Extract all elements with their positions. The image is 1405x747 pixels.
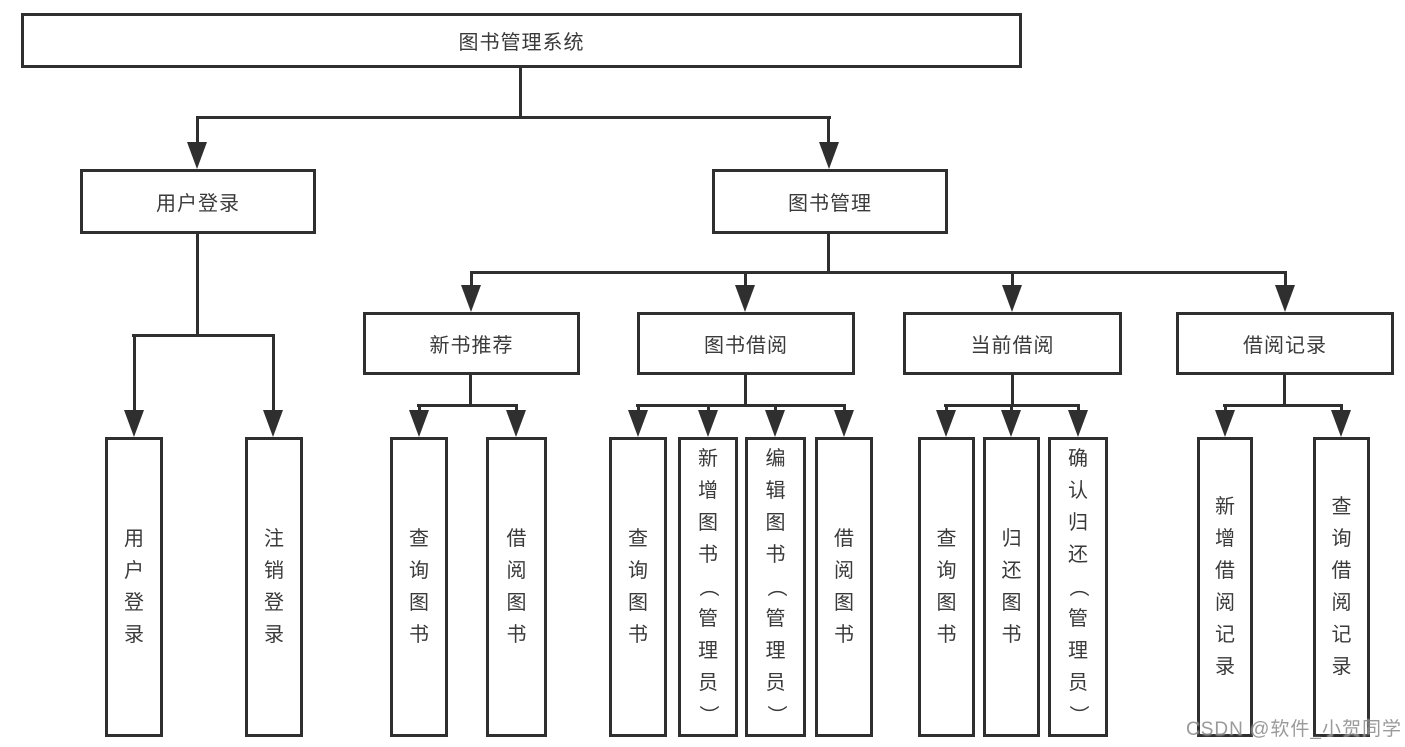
connector-drop-leaf-login [133,334,136,414]
connector-root-stem [519,68,522,118]
connector-br-stem [1283,375,1286,406]
arrowhead-cb-query [936,410,956,437]
leaf-bb-edit-books-admin: 编辑图书（管理员） [745,437,806,737]
connector-drop-cb-query [945,404,948,414]
connector-drop-user-login [196,116,199,146]
arrowhead-new-book-rec [461,285,481,312]
arrowhead-cb-confirm [1068,410,1088,437]
leaf-cb-query-books: 查询图书 [918,437,975,737]
connector-drop-cb-return [1010,404,1013,414]
leaf-br-add-record: 新增借阅记录 [1197,437,1253,737]
leaf-logout: 注销登录 [245,437,303,737]
node-current-borrowing: 当前借阅 [903,312,1122,375]
connector-nbr-stem [469,375,472,406]
connector-userlogin-stem [196,234,199,336]
arrowhead-nbr-query [409,410,429,437]
connector-drop-book-mgmt [827,116,830,146]
connector-br-bar [1223,404,1343,407]
connector-root-bar [196,116,831,119]
node-new-book-recommendation: 新书推荐 [363,312,580,375]
connector-drop-leaf-logout [272,334,275,414]
connector-bookmgmt-stem [827,233,830,273]
connector-bb-bar [636,404,846,407]
connector-nbr-bar [417,404,518,407]
connector-drop-bb-edit [774,404,777,414]
leaf-bb-add-books-admin: 新增图书（管理员） [678,437,738,737]
arrowhead-bb-add [698,410,718,437]
arrowhead-current-borrow [1002,285,1022,312]
leaf-cb-return-books: 归还图书 [983,437,1040,737]
arrowhead-bb-borrow [834,410,854,437]
connector-drop-br-add [1224,404,1227,414]
connector-drop-borrow-record [1284,271,1287,289]
arrowhead-leaf-logout [263,410,283,437]
connector-drop-book-borrow [744,271,747,289]
arrowhead-br-add [1215,410,1235,437]
connector-drop-bb-borrow [843,404,846,414]
connector-cb-stem [1011,375,1014,406]
arrowhead-book-mgmt [819,142,839,169]
connector-drop-current-borrow [1011,271,1014,289]
node-borrowing-records: 借阅记录 [1176,312,1394,375]
node-library-management-system: 图书管理系统 [21,13,1022,68]
connector-drop-cb-confirm [1077,404,1080,414]
leaf-br-query-record: 查询借阅记录 [1313,437,1370,737]
connector-drop-nbr-borrow [515,404,518,414]
arrowhead-bb-edit [765,410,785,437]
leaf-bb-borrow-books: 借阅图书 [815,437,873,737]
connector-drop-new-book-rec [470,271,473,289]
arrowhead-user-login [187,142,207,169]
connector-drop-bb-query [637,404,640,414]
arrowhead-nbr-borrow [506,410,526,437]
connector-drop-br-query [1340,404,1343,414]
connector-bb-stem [744,375,747,406]
connector-drop-nbr-query [418,404,421,414]
arrowhead-borrow-record [1275,285,1295,312]
connector-drop-bb-add [707,404,710,414]
arrowhead-bb-query [628,410,648,437]
leaf-nbr-borrow-books: 借阅图书 [486,437,547,737]
arrowhead-book-borrow [735,285,755,312]
connector-userlogin-bar [132,334,275,337]
node-user-login: 用户登录 [80,169,316,234]
leaf-nbr-query-books: 查询图书 [390,437,448,737]
arrowhead-br-query [1331,410,1351,437]
node-book-management: 图书管理 [712,169,948,234]
arrowhead-leaf-login [124,410,144,437]
leaf-cb-confirm-return-admin: 确认归还（管理员） [1048,437,1108,737]
node-book-borrowing: 图书借阅 [637,312,855,375]
leaf-bb-query-books: 查询图书 [609,437,667,737]
arrowhead-cb-return [1001,410,1021,437]
connector-bookmgmt-bar [470,271,1287,274]
leaf-user-login: 用户登录 [105,437,163,737]
csdn-watermark: CSDN @软件_小贺同学 [1186,719,1402,740]
